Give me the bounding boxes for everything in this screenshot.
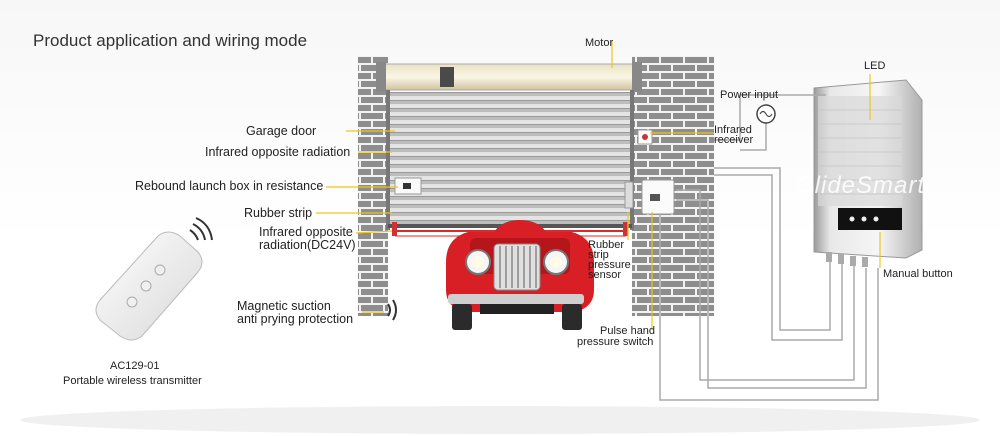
label-led: LED (864, 60, 886, 72)
label-magnetic-1: Magnetic suction (237, 299, 331, 313)
manual-button-panel (838, 208, 902, 230)
infrared-receiver-dot (642, 134, 648, 140)
label-pulse-1: Pulse hand (600, 325, 656, 337)
remote-signal-icon (189, 217, 213, 241)
door-rail-right (630, 90, 634, 230)
rebound-box-light (403, 183, 411, 189)
leader-lines (316, 40, 881, 330)
label-remote-desc: Portable wireless transmitter (63, 375, 202, 387)
label-rebound-box: Rebound launch box in resistance (135, 179, 324, 193)
label-infrared-dc24v-2: radiation(DC24V) (259, 238, 356, 252)
label-rubber-sensor-1: Rubber (588, 239, 625, 251)
label-remote-model: AC129-01 (110, 360, 160, 372)
label-motor: Motor (585, 37, 614, 49)
wiring (659, 94, 879, 401)
label-pulse-2: pressure switch (577, 336, 654, 348)
control-box (813, 79, 923, 267)
infrared-emitter-left (392, 222, 397, 236)
motor-tube (377, 63, 641, 91)
remote-transmitter (95, 231, 203, 341)
watermark-logo: GlideSmart (795, 172, 926, 199)
door-rail-left (386, 90, 390, 230)
pulse-switch-button (650, 194, 660, 201)
label-rubber-sensor-3: pressure (588, 259, 631, 271)
label-garage-door: Garage door (246, 124, 317, 138)
motor-bracket-right (632, 62, 642, 92)
magnetic-signal-icon (387, 299, 397, 321)
infrared-emitter-right (623, 222, 628, 236)
label-rubber-sensor-4: sensor (588, 269, 622, 281)
label-manual-button: Manual button (883, 268, 953, 280)
left-brick-wall (358, 56, 388, 316)
garage-door-slats (388, 92, 632, 226)
label-infrared-receiver-1: Infrared (714, 124, 752, 136)
label-rubber-strip: Rubber strip (244, 206, 313, 220)
label-infrared-receiver-2: receiver (714, 134, 754, 146)
label-power-input: Power input (720, 89, 779, 101)
red-car (446, 220, 594, 330)
label-infrared-opposite-radiation: Infrared opposite radiation (205, 145, 351, 159)
motor-unit (440, 67, 454, 87)
label-magnetic-2: anti prying protection (237, 312, 354, 326)
rubber-pressure-sensor (624, 181, 634, 209)
label-rubber-sensor-2: strip (588, 249, 609, 261)
page-title: Product application and wiring mode (33, 31, 308, 50)
label-infrared-dc24v-1: Infrared opposite (259, 225, 353, 239)
motor-bracket-left (376, 62, 386, 92)
floor-shadow (20, 406, 980, 434)
